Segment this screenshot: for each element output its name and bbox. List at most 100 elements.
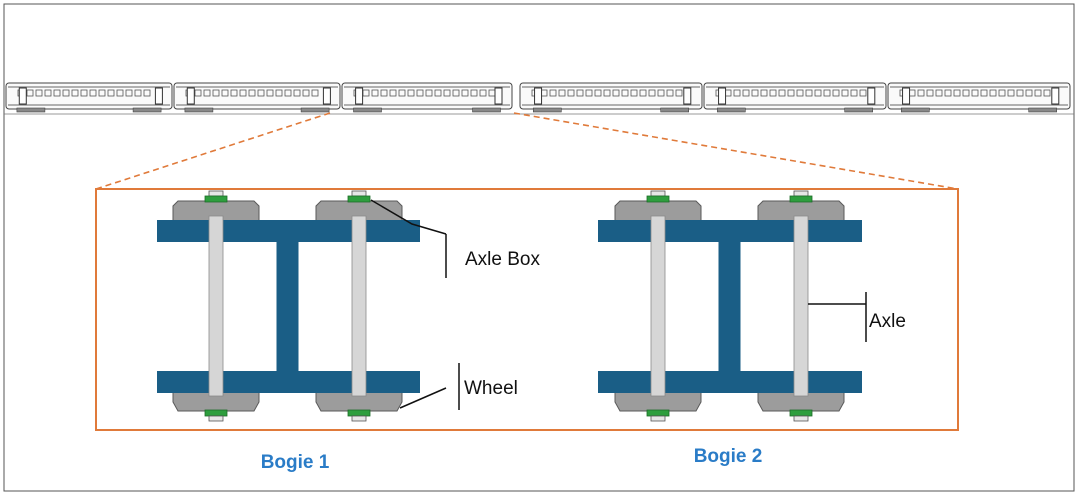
car-door	[186, 87, 195, 105]
car-window	[657, 89, 665, 97]
side-frame-bottom	[157, 371, 420, 393]
car-bogie	[132, 107, 162, 113]
car-window	[630, 89, 638, 97]
wheel-leader	[399, 387, 447, 409]
axle-cap-bottom	[208, 415, 224, 422]
car-window	[980, 89, 988, 97]
car-window	[107, 89, 115, 97]
car-window	[461, 89, 469, 97]
car-window	[832, 89, 840, 97]
car-door	[494, 87, 503, 105]
car-window	[116, 89, 124, 97]
car-window	[971, 89, 979, 97]
axle-box-label: Axle Box	[465, 249, 540, 270]
car-window	[612, 89, 620, 97]
car-window	[917, 89, 925, 97]
car-window	[621, 89, 629, 97]
train-car-1	[5, 82, 173, 113]
car-window	[1043, 89, 1051, 97]
car-window	[434, 89, 442, 97]
car-window	[311, 89, 319, 97]
car-window	[80, 89, 88, 97]
car-window	[275, 89, 283, 97]
axle-cap-bottom	[793, 415, 809, 422]
car-door	[534, 87, 543, 105]
car-door	[1051, 87, 1060, 105]
car-window	[44, 89, 52, 97]
car-window	[859, 89, 867, 97]
axle-cap-bottom	[351, 415, 367, 422]
car-window	[742, 89, 750, 97]
car-window	[134, 89, 142, 97]
car-bogie	[844, 107, 874, 113]
car-door	[322, 87, 331, 105]
axle-cap-top	[793, 190, 809, 197]
car-window	[796, 89, 804, 97]
car-bogie	[716, 107, 746, 113]
car-bogie	[1028, 107, 1057, 113]
axle-box-top	[347, 195, 371, 203]
center-transom	[718, 240, 741, 374]
car-bogie	[900, 107, 930, 113]
car-window	[35, 89, 43, 97]
car-window	[760, 89, 768, 97]
car-window	[212, 89, 220, 97]
car-door	[867, 87, 876, 105]
car-window	[1016, 89, 1024, 97]
car-window	[935, 89, 943, 97]
car-window	[398, 89, 406, 97]
zoom-box	[95, 188, 959, 431]
axle-shaft	[793, 215, 809, 397]
train-side-view	[4, 82, 1074, 115]
axle-cap-top	[650, 190, 666, 197]
car-window	[71, 89, 79, 97]
car-window	[302, 89, 310, 97]
car-window	[841, 89, 849, 97]
train-car-4	[519, 82, 703, 113]
car-window	[666, 89, 674, 97]
side-frame-top	[598, 220, 862, 242]
car-body	[5, 82, 173, 110]
axle-box-bottom	[347, 409, 371, 417]
car-window	[125, 89, 133, 97]
car-window	[823, 89, 831, 97]
axle-cap-top	[208, 190, 224, 197]
car-window	[953, 89, 961, 97]
axle-box-leader	[370, 199, 447, 235]
car-window	[425, 89, 433, 97]
car-window	[675, 89, 683, 97]
axle-box-top	[204, 195, 228, 203]
car-window	[470, 89, 478, 97]
car-window	[787, 89, 795, 97]
car-door	[18, 87, 27, 105]
axle-shaft	[208, 215, 224, 397]
car-bogie	[660, 107, 690, 113]
axle-cap-bottom	[650, 415, 666, 422]
car-body	[887, 82, 1071, 110]
car-window	[407, 89, 415, 97]
axle-box-top	[646, 195, 670, 203]
car-window	[416, 89, 424, 97]
car-window	[944, 89, 952, 97]
callout-leaders	[370, 199, 867, 410]
car-window	[1025, 89, 1033, 97]
car-window	[751, 89, 759, 97]
car-window	[380, 89, 388, 97]
car-window	[594, 89, 602, 97]
car-window	[53, 89, 61, 97]
bogie-1-drawing	[157, 190, 420, 422]
car-window	[603, 89, 611, 97]
zoom-line-left	[95, 112, 331, 190]
bogie-1-title: Bogie 1	[261, 452, 330, 473]
car-window	[230, 89, 238, 97]
car-window	[769, 89, 777, 97]
axle-cap-top	[351, 190, 367, 197]
car-window	[239, 89, 247, 97]
car-window	[293, 89, 301, 97]
car-window	[98, 89, 106, 97]
car-window	[576, 89, 584, 97]
car-window	[389, 89, 397, 97]
car-window	[89, 89, 97, 97]
car-window	[639, 89, 647, 97]
